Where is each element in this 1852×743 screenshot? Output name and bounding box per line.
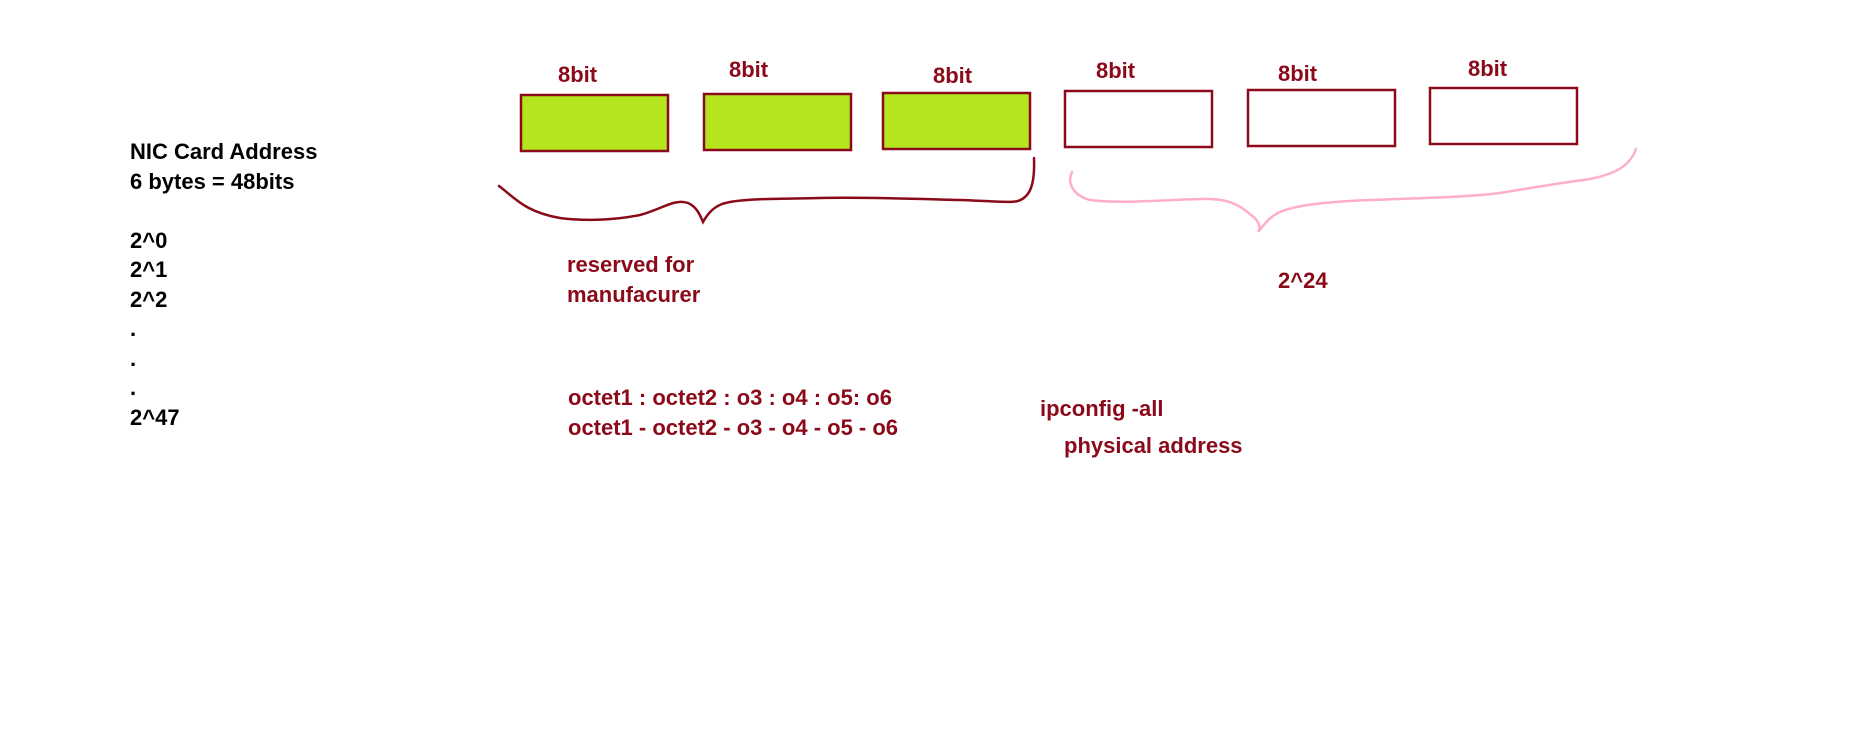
reserved-note-line: reserved for [567, 252, 695, 277]
device-part-note: 2^24 [1278, 268, 1328, 293]
address-formats: octet1 : octet2 : o3 : o4 : o5: o6 octet… [568, 383, 898, 442]
power-item: 2^0 [130, 227, 168, 253]
ellipsis-dot: . [130, 375, 137, 400]
octet-bit-label: 8bit [1468, 56, 1508, 81]
ellipsis-dot: . [130, 345, 137, 371]
octet-bit-label: 8bit [729, 57, 769, 82]
reserved-note: reserved for manufacurer [567, 250, 700, 309]
command-result-note: physical address [1064, 433, 1243, 458]
octet-bit-label: 8bit [1096, 58, 1136, 83]
command-note: ipconfig -all [1040, 396, 1164, 421]
format-colon: octet1 : octet2 : o3 : o4 : o5: o6 [568, 385, 892, 410]
nic-size: 6 bytes = 48bits [130, 168, 295, 194]
octet-box [1428, 86, 1579, 146]
octet-bit-label: 8bit [933, 63, 973, 88]
nic-title: NIC Card Address [130, 139, 318, 164]
octet-box [1063, 89, 1214, 149]
octet-box [1246, 88, 1397, 148]
reserved-note-line: manufacurer [567, 281, 701, 307]
nic-notes: NIC Card Address 6 bytes = 48bits 2^0 2^… [130, 137, 317, 432]
power-item: 2^47 [130, 404, 180, 430]
power-item: 2^1 [130, 257, 168, 282]
power-item: 2^2 [130, 286, 168, 312]
manufacturer-brace [497, 156, 1036, 225]
octet-bit-label: 8bit [1278, 61, 1318, 86]
format-dash: octet1 - octet2 - o3 - o4 - o5 - o6 [568, 414, 899, 440]
octet-box [519, 93, 670, 153]
octet-box [702, 92, 853, 152]
octet-box [881, 91, 1032, 151]
device-brace [1068, 147, 1638, 233]
ellipsis-dot: . [130, 316, 137, 341]
octet-bit-label: 8bit [558, 62, 598, 87]
